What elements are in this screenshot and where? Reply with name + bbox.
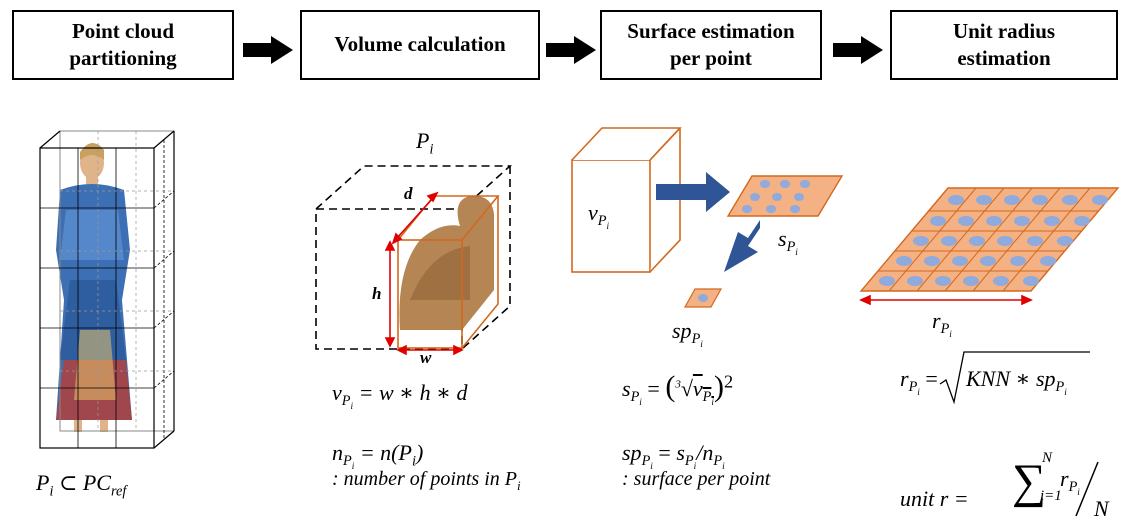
sum-term: rPi — [1060, 466, 1080, 499]
label-sp-tile: spPi — [672, 318, 703, 351]
partition-grid-box — [39, 130, 175, 449]
note-count: : number of points in Pi — [332, 468, 521, 493]
volume-cube — [315, 165, 513, 356]
formula-volume: vPi = w ∗ h ∗ d — [332, 380, 468, 413]
flow-arrow-2 — [546, 36, 596, 64]
dim-label-d: d — [404, 184, 413, 203]
formula-sp: spPi = sPi/nPi — [622, 440, 725, 473]
formula-radius-knn: KNN ∗ spPi — [966, 366, 1067, 399]
radius-tile-grid — [859, 187, 1120, 306]
sum-top: N — [1042, 450, 1053, 466]
formula-radius: rPi = — [900, 366, 938, 399]
flow-arrow-1 — [243, 36, 293, 64]
surface-estimation-art — [571, 127, 844, 308]
step-box-volume: Volume calculation — [300, 10, 540, 80]
step-box-surface: Surface estimation per point — [600, 10, 822, 80]
formula-unit-prefix: unit r = — [900, 486, 969, 511]
dim-label-h: h — [372, 284, 382, 303]
sum-symbol: ∑ — [1012, 455, 1047, 508]
flow-arrow-3 — [833, 36, 883, 64]
formula-subset: Pi ⊂ PCref — [36, 470, 127, 500]
label-v-prism: vPi — [588, 200, 610, 233]
dim-label-w: w — [420, 348, 432, 367]
formula-count: nPi = n(Pi) — [332, 440, 424, 473]
note-surface: : surface per point — [622, 468, 771, 490]
cube-label-p: Pi — [416, 128, 434, 158]
divisor-slash — [1075, 461, 1099, 517]
step-box-radius: Unit radius estimation — [890, 10, 1118, 80]
formula-surface: sPi = (3√vPi)2 — [622, 370, 734, 409]
divisor-n: N — [1094, 496, 1109, 521]
sum-bottom: i=1 — [1040, 488, 1062, 504]
label-s-tile: sPi — [778, 226, 798, 259]
step-box-partitioning: Point cloud partitioning — [12, 10, 234, 80]
sqrt-radical — [939, 351, 1090, 405]
label-r-width: rPi — [932, 308, 952, 341]
person-figure — [56, 142, 132, 432]
